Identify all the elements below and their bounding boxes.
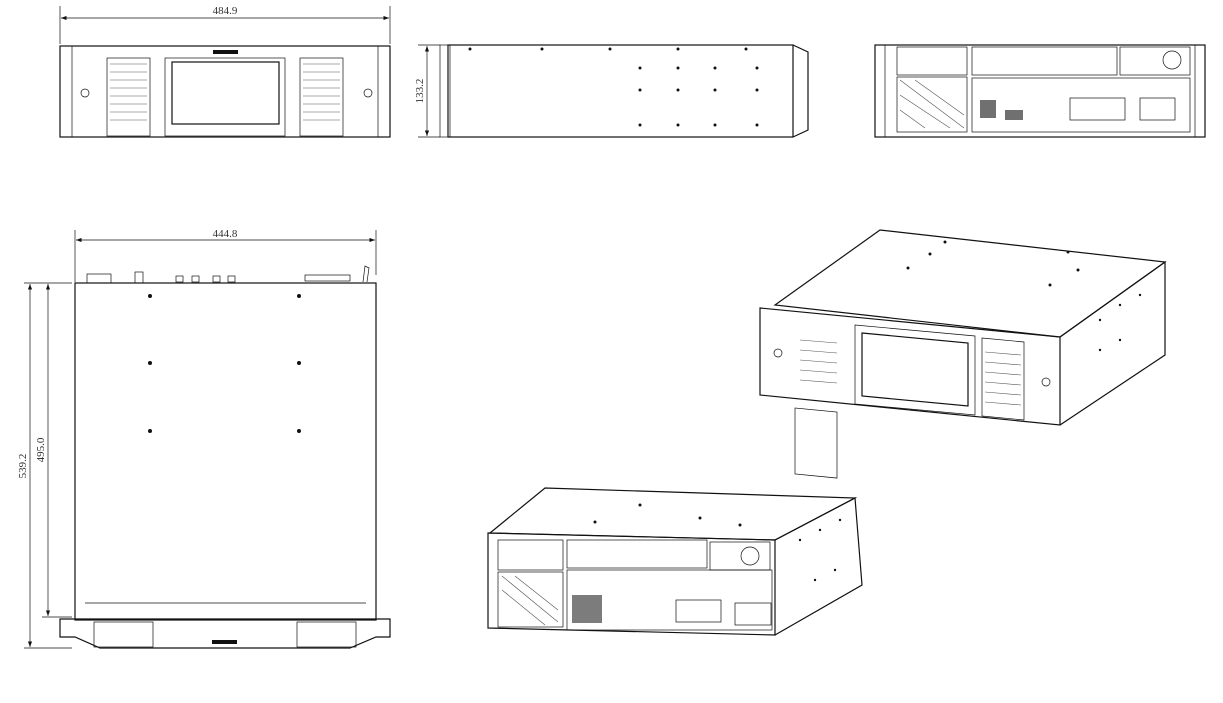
brand-logo [213,50,238,54]
front-width-label: 484.9 [213,5,238,17]
body-width-label: 444.8 [213,228,238,240]
total-depth-label: 539.2 [17,454,29,479]
front-view: 484.9 [59,5,391,138]
isometric-rear-view [487,487,863,636]
top-view-brand-logo [212,640,237,644]
power-socket-fan-icon [1162,50,1182,70]
rear-view [874,44,1206,138]
front-display-screen [171,61,280,125]
body-depth-label: 495.0 [35,437,47,462]
top-view: 444.8 539.2 495.0 [17,228,391,649]
side-view: 133.2 [414,44,809,138]
isometric-display-screen [861,332,969,407]
isometric-front-view [759,229,1167,479]
height-label: 133.2 [414,79,426,104]
